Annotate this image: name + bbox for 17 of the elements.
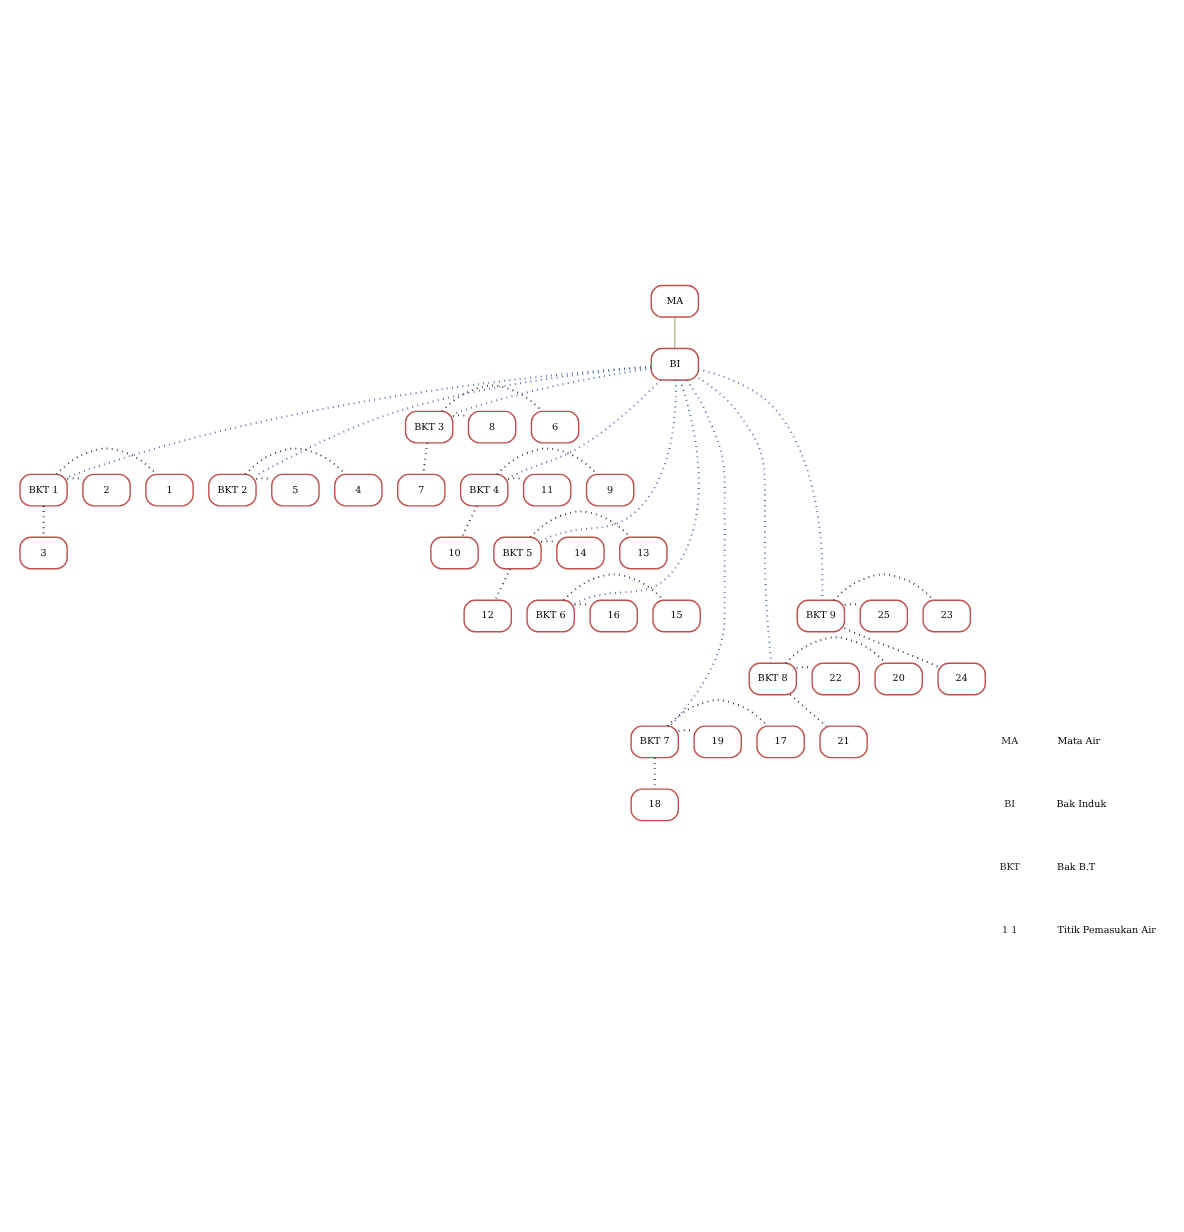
connector (244, 447, 347, 476)
connector (843, 627, 939, 668)
connector (255, 365, 652, 477)
connector (832, 573, 935, 602)
connector (562, 573, 665, 602)
connector (55, 447, 158, 476)
connector (529, 510, 632, 539)
connector (697, 368, 824, 602)
connector (784, 636, 887, 665)
connector (668, 379, 726, 728)
connector (666, 699, 769, 727)
connector (494, 568, 512, 602)
connector (674, 316, 676, 349)
connector (441, 384, 543, 413)
connector (460, 505, 478, 539)
connector (496, 447, 599, 476)
connector (789, 694, 828, 728)
